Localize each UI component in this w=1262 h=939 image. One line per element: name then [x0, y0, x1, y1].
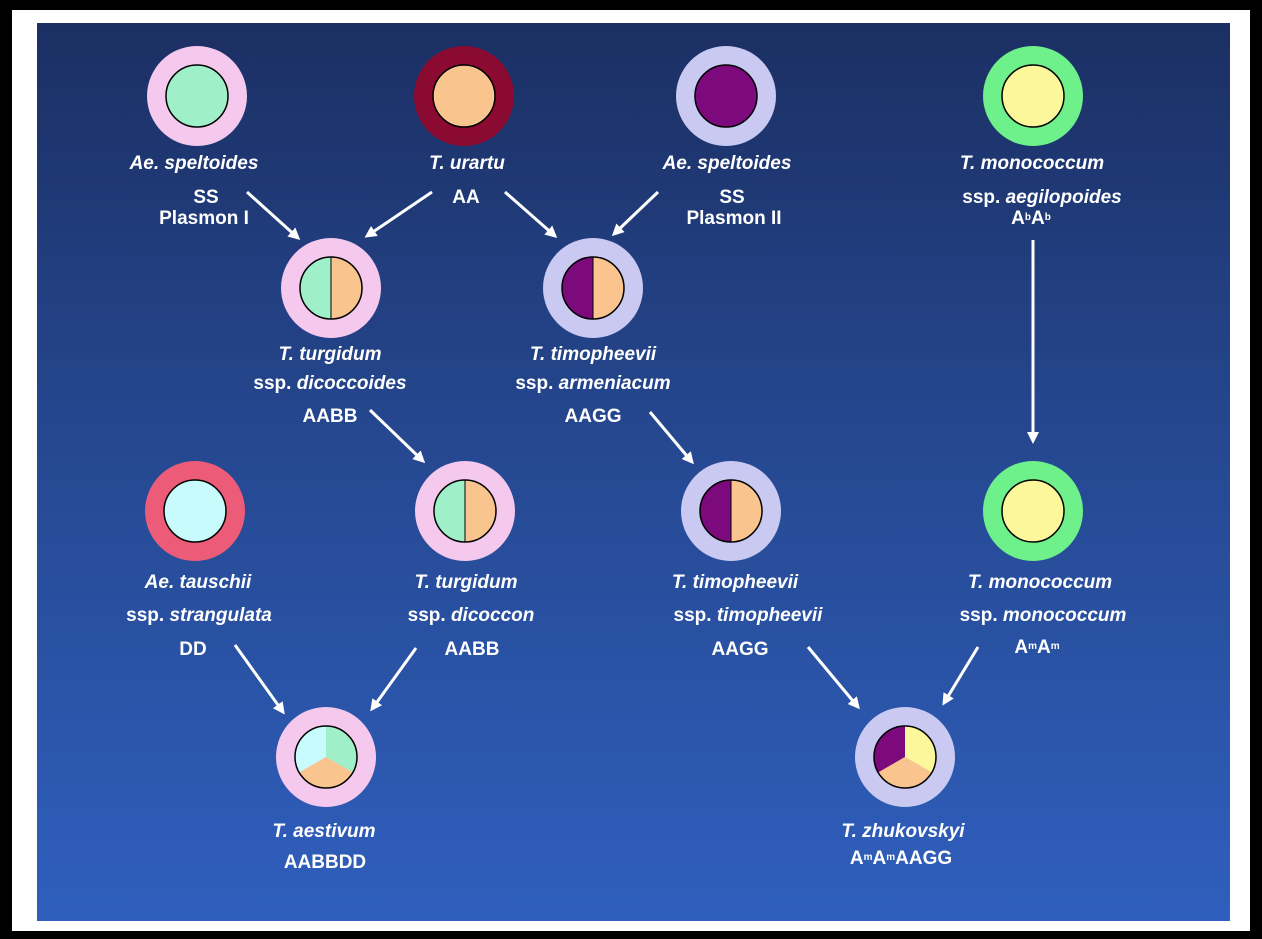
species-name: T. timopheevii — [672, 572, 799, 593]
label-dicoccoides: T. turgidum ssp. dicoccoides AABB — [253, 344, 406, 427]
arrow-armeniacum-to-timopheevii — [648, 411, 694, 465]
species-name: T. aestivum — [272, 821, 375, 842]
arrow-tauschii-to-aestivum — [233, 644, 285, 715]
genome-label: AAGG — [565, 406, 622, 427]
genome-label: DD — [179, 639, 206, 660]
arrow-dicoccoides-to-dicoccon — [368, 408, 426, 464]
arrows — [233, 190, 1039, 715]
genome-label: AABB — [445, 639, 500, 660]
species-name: T. monococcum — [960, 153, 1104, 174]
label-speltoides-1: Ae. speltoides SS Plasmon I — [129, 153, 259, 229]
label-monococcum-aegilopoides: T. monococcum ssp. aegilopoides AbAb — [960, 153, 1122, 229]
subspecies-label: ssp. aegilopoides — [962, 187, 1121, 208]
plasmon-label: Plasmon I — [159, 208, 249, 229]
genome-label: AAGG — [712, 639, 769, 660]
subspecies-label: ssp. monococcum — [960, 605, 1127, 626]
species-name: T. monococcum — [968, 572, 1112, 593]
species-name: T. zhukovskyi — [841, 821, 965, 842]
species-name: Ae. speltoides — [129, 153, 259, 174]
arrow-urartu-to-armeniacum — [504, 190, 558, 238]
arrow-speltoides1-to-dicoccoides — [245, 190, 301, 241]
label-aestivum: T. aestivum AABBDD — [272, 821, 375, 873]
node-circle-monococcum-aegilopoides — [983, 46, 1083, 146]
plasmon-label: Plasmon II — [686, 208, 781, 229]
genome-label: AmAmAAGG — [850, 848, 952, 869]
label-dicoccon: T. turgidum ssp. dicoccon AABB — [408, 572, 535, 660]
label-monococcum-monococcum: T. monococcum ssp. monococcum AmAm — [960, 572, 1127, 658]
node-circle-zhukovskyi — [855, 707, 955, 807]
node-circle-monococcum-monococcum — [983, 461, 1083, 561]
node-circle-speltoides-2 — [676, 46, 776, 146]
label-urartu: T. urartu AA — [429, 153, 505, 208]
subspecies-label: ssp. dicoccon — [408, 605, 535, 626]
subspecies-label: ssp. armeniacum — [515, 373, 670, 394]
node-circle-dicoccoides — [281, 238, 381, 338]
arrow-timopheevii-to-zhukovskyi — [806, 646, 860, 710]
label-timopheevii: T. timopheevii ssp. timopheevii AAGG — [672, 572, 823, 660]
node-circle-aestivum — [276, 707, 376, 807]
genome-label: SS — [719, 187, 744, 208]
label-armeniacum: T. timopheevii ssp. armeniacum AAGG — [515, 344, 670, 427]
genome-label: AABB — [303, 406, 358, 427]
label-speltoides-2: Ae. speltoides SS Plasmon II — [662, 153, 792, 229]
label-tauschii: Ae. tauschii ssp. strangulata DD — [126, 572, 272, 660]
label-zhukovskyi: T. zhukovskyi AmAmAAGG — [841, 821, 965, 869]
species-name: T. turgidum — [278, 344, 381, 365]
genome-label: AA — [452, 187, 480, 208]
node-circle-dicoccon — [415, 461, 515, 561]
arrow-dicoccon-to-aestivum — [370, 647, 418, 712]
node-circle-speltoides-1 — [147, 46, 247, 146]
arrow-urartu-to-dicoccoides — [364, 190, 433, 238]
species-name: T. urartu — [429, 153, 505, 174]
node-circle-armeniacum — [543, 238, 643, 338]
subspecies-label: ssp. dicoccoides — [253, 373, 406, 394]
species-name: T. timopheevii — [530, 344, 657, 365]
subspecies-label: ssp. strangulata — [126, 605, 272, 626]
species-name: Ae. tauschii — [144, 572, 252, 593]
genome-label: AABBDD — [284, 852, 366, 873]
genome-label: SS — [193, 187, 218, 208]
node-circle-urartu — [414, 46, 514, 146]
subspecies-label: ssp. timopheevii — [674, 605, 824, 626]
species-name: Ae. speltoides — [662, 153, 792, 174]
arrow-monococcum-to-zhukovskyi — [942, 646, 980, 706]
genome-label: AmAm — [1014, 637, 1059, 658]
species-name: T. turgidum — [414, 572, 517, 593]
node-circle-timopheevii — [681, 461, 781, 561]
genome-label: AbAb — [1011, 208, 1051, 229]
arrow-speltoides2-to-armeniacum — [611, 190, 660, 237]
node-circle-tauschii — [145, 461, 245, 561]
